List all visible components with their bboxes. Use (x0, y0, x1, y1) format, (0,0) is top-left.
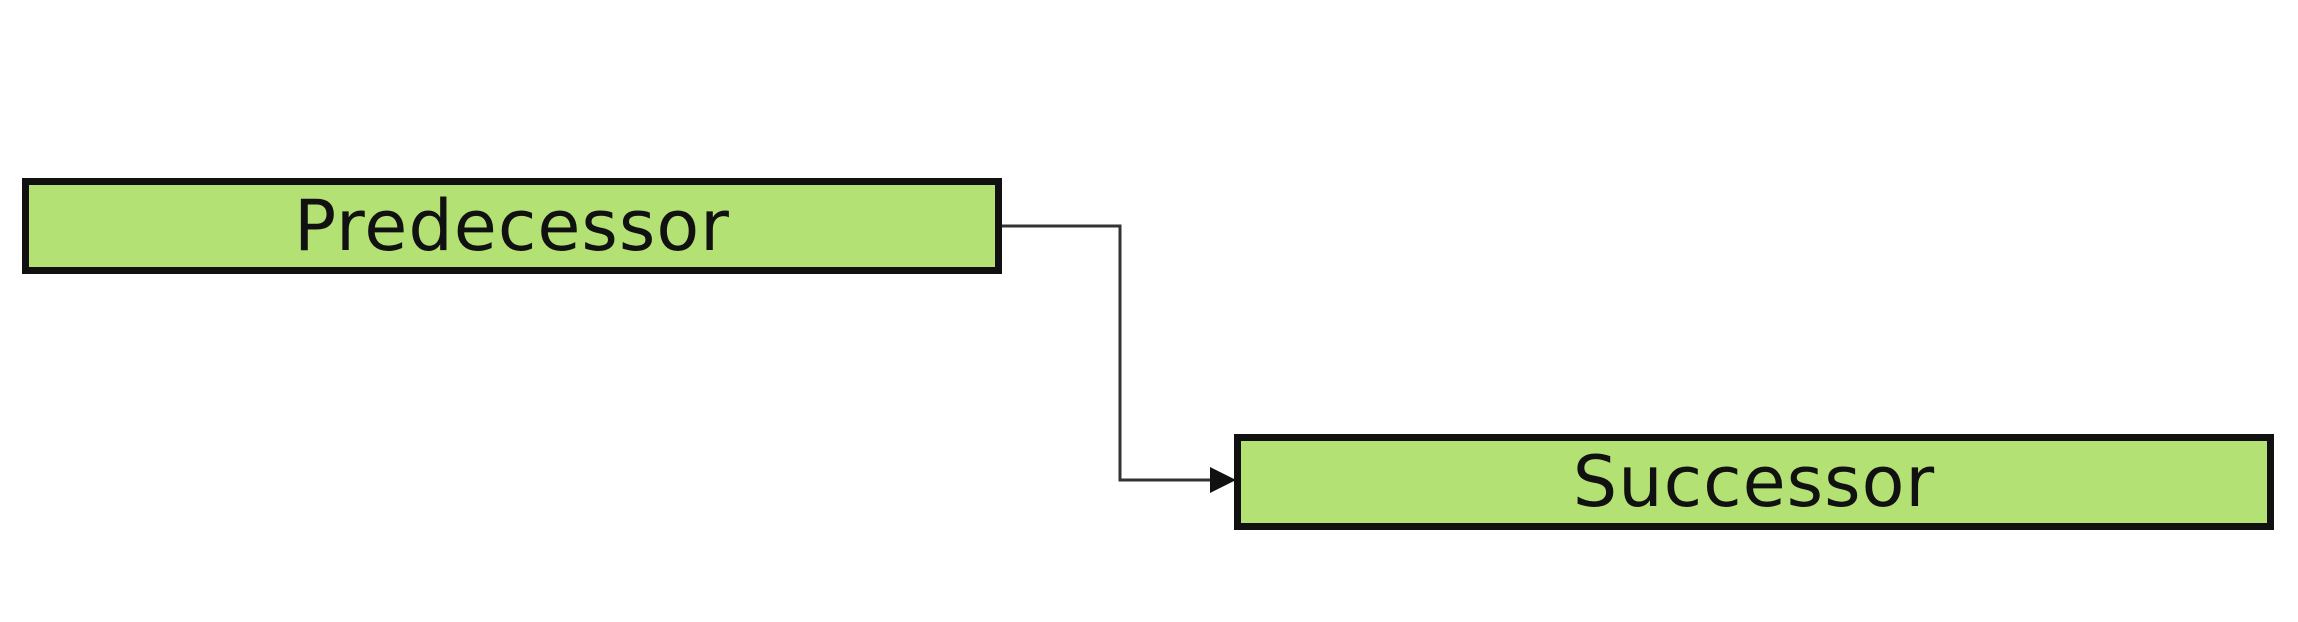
successor-task-bar[interactable]: Successor (1234, 434, 2274, 530)
connector-line (1002, 224, 1210, 482)
successor-label: Successor (1572, 441, 1936, 523)
predecessor-label: Predecessor (294, 185, 730, 267)
predecessor-task-bar[interactable]: Predecessor (22, 178, 1002, 274)
arrow-head-icon (1210, 467, 1236, 493)
